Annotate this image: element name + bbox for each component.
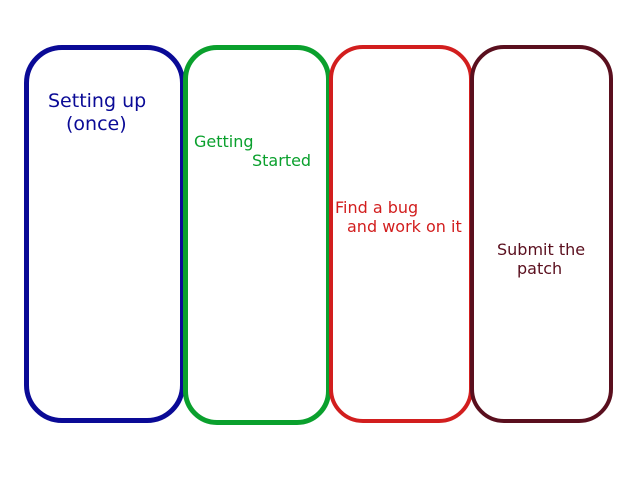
panel-getting-started: Getting Started (183, 45, 331, 425)
panel-label-line-1: Find a bug (335, 198, 419, 217)
panel-label-find-a-bug: Find a bug and work on it (335, 198, 462, 236)
panel-submit-patch: Submit the patch (470, 45, 613, 423)
panel-find-a-bug: Find a bug and work on it (329, 45, 473, 423)
panel-label-getting-started: Getting Started (194, 132, 311, 170)
panel-label-line-1: Getting (194, 132, 254, 151)
panel-label-line-1: Submit the (497, 240, 586, 259)
panel-label-line-2: patch (517, 259, 563, 279)
panel-label-line-1: Setting up (48, 90, 147, 112)
panel-label-submit-patch: Submit the patch (497, 240, 585, 278)
panel-label-setting-up: Setting up (once) (48, 90, 146, 136)
panel-label-line-2: (once) (66, 112, 127, 135)
panel-label-line-2: Started (252, 151, 312, 171)
panel-setting-up: Setting up (once) (24, 45, 185, 423)
panel-label-line-2: and work on it (347, 217, 462, 237)
